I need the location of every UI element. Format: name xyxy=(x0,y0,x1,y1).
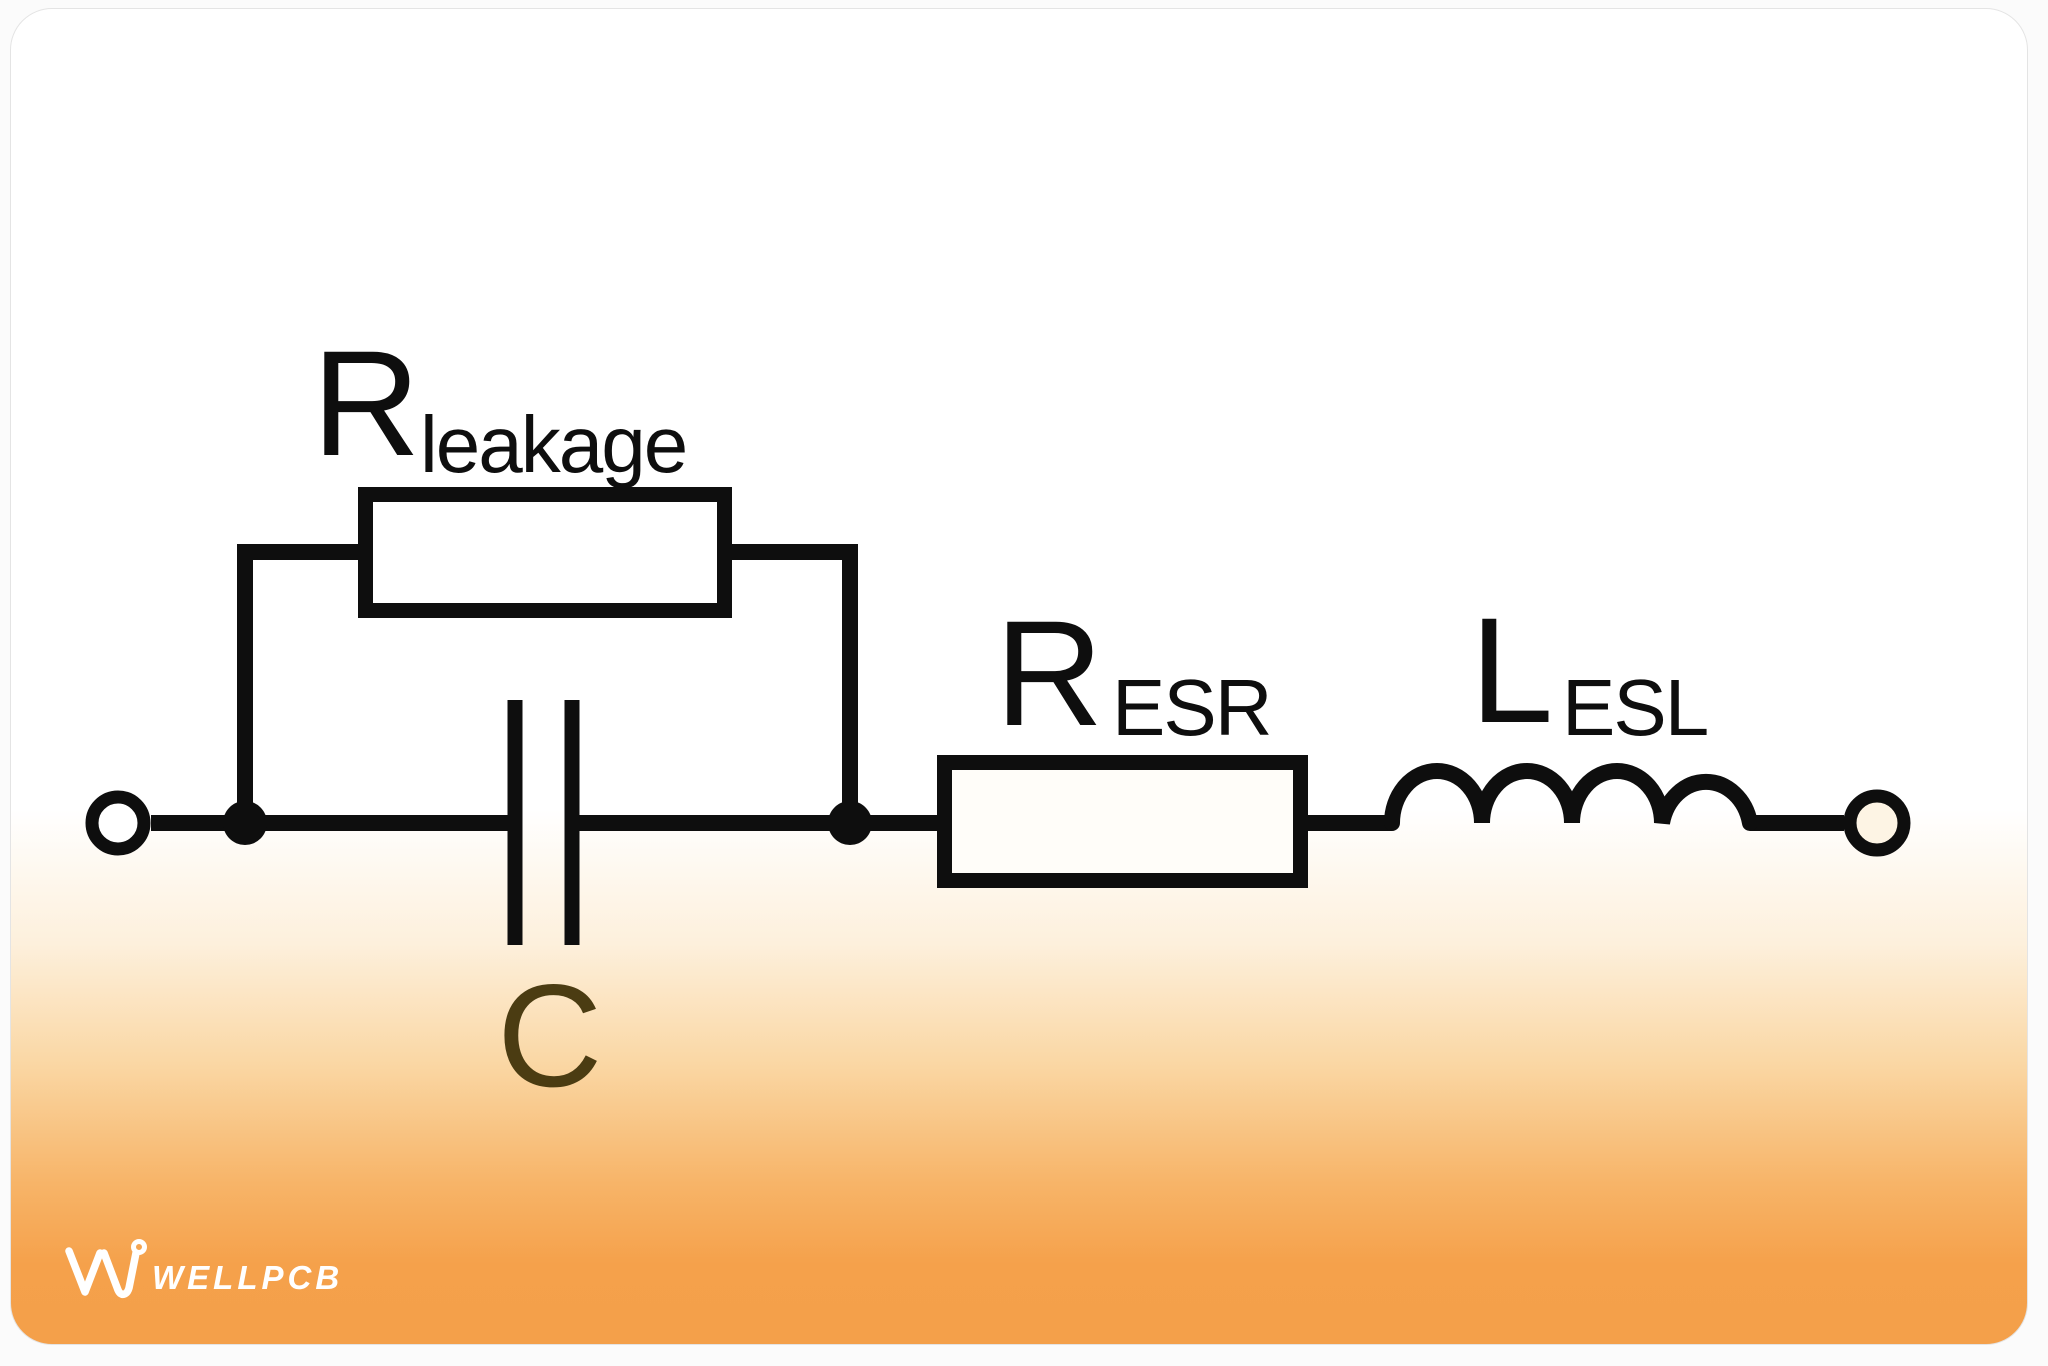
r-esr-subscript-label: ESR xyxy=(1112,663,1271,752)
resistor-esr-box-icon xyxy=(937,755,1308,888)
wellpcb-w-icon xyxy=(65,1239,147,1299)
junction-dot-left-icon xyxy=(223,801,267,845)
branch-riser-left xyxy=(237,544,358,823)
wellpcb-logo: WELLPCB xyxy=(65,1239,343,1299)
l-esl-subscript-label: ESL xyxy=(1562,663,1707,752)
inductor-coil-icon xyxy=(1384,763,1758,831)
junction-dot-right-icon xyxy=(828,801,872,845)
r-esr-symbol-label: R xyxy=(995,589,1103,757)
wellpcb-logo-text: WELLPCB xyxy=(152,1259,343,1296)
branch-riser-right xyxy=(732,544,858,823)
capacitor-symbol-icon xyxy=(507,700,580,945)
r-leakage-symbol-label: R xyxy=(312,319,420,487)
r-leakage-subscript-label: leakage xyxy=(420,400,686,489)
terminal-right-icon xyxy=(1843,789,1911,857)
capacitor-symbol-label: C xyxy=(497,954,602,1117)
l-esl-symbol-label: L xyxy=(1470,586,1553,754)
resistor-leakage-box-icon xyxy=(358,487,732,618)
wires xyxy=(151,544,1844,831)
terminal-left-icon xyxy=(85,790,151,856)
gradient-card xyxy=(10,8,2028,1345)
